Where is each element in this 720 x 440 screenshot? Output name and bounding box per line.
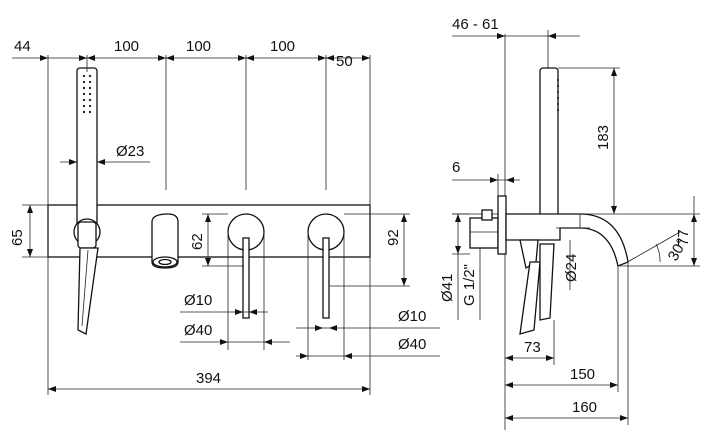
dim-183: 183 <box>595 125 612 150</box>
dim-dia40-left: Ø40 <box>184 322 212 339</box>
dim-394: 394 <box>196 370 221 387</box>
front-view: 44 100 100 100 50 Ø23 65 62 92 <box>9 38 440 395</box>
dim-50: 50 <box>336 53 353 70</box>
side-plate <box>497 195 507 255</box>
shower-nozzles <box>82 74 92 114</box>
dim-thread-g12: G 1/2" <box>461 264 478 306</box>
dim-150: 150 <box>570 366 595 383</box>
dim-44: 44 <box>14 38 31 55</box>
mixer-handle-right <box>307 213 345 319</box>
dim-dia23: Ø23 <box>116 143 144 160</box>
dim-dia41: Ø41 <box>439 274 456 302</box>
dim-77: 77 <box>675 229 692 246</box>
side-view: 46 - 61 183 6 77 30° Ø24 Ø41 <box>439 16 700 430</box>
dim-160: 160 <box>572 399 597 416</box>
dim-dia24: Ø24 <box>563 254 580 282</box>
dim-92: 92 <box>385 229 402 246</box>
dim-65: 65 <box>9 229 26 246</box>
in-wall-body <box>469 217 499 249</box>
dim-dia10-right: Ø10 <box>398 308 426 325</box>
dim-73: 73 <box>524 339 541 356</box>
dim-100-a: 100 <box>114 38 139 55</box>
front-spout <box>151 213 179 269</box>
dim-6: 6 <box>452 159 460 176</box>
dim-46-61: 46 - 61 <box>452 16 499 33</box>
hand-shower <box>73 67 101 335</box>
dim-dia40-right: Ø40 <box>398 336 426 353</box>
dim-62: 62 <box>189 233 206 250</box>
dim-100-b: 100 <box>186 38 211 55</box>
dim-100-c: 100 <box>270 38 295 55</box>
dim-dia10-left: Ø10 <box>184 292 212 309</box>
side-hand-shower <box>539 67 559 219</box>
